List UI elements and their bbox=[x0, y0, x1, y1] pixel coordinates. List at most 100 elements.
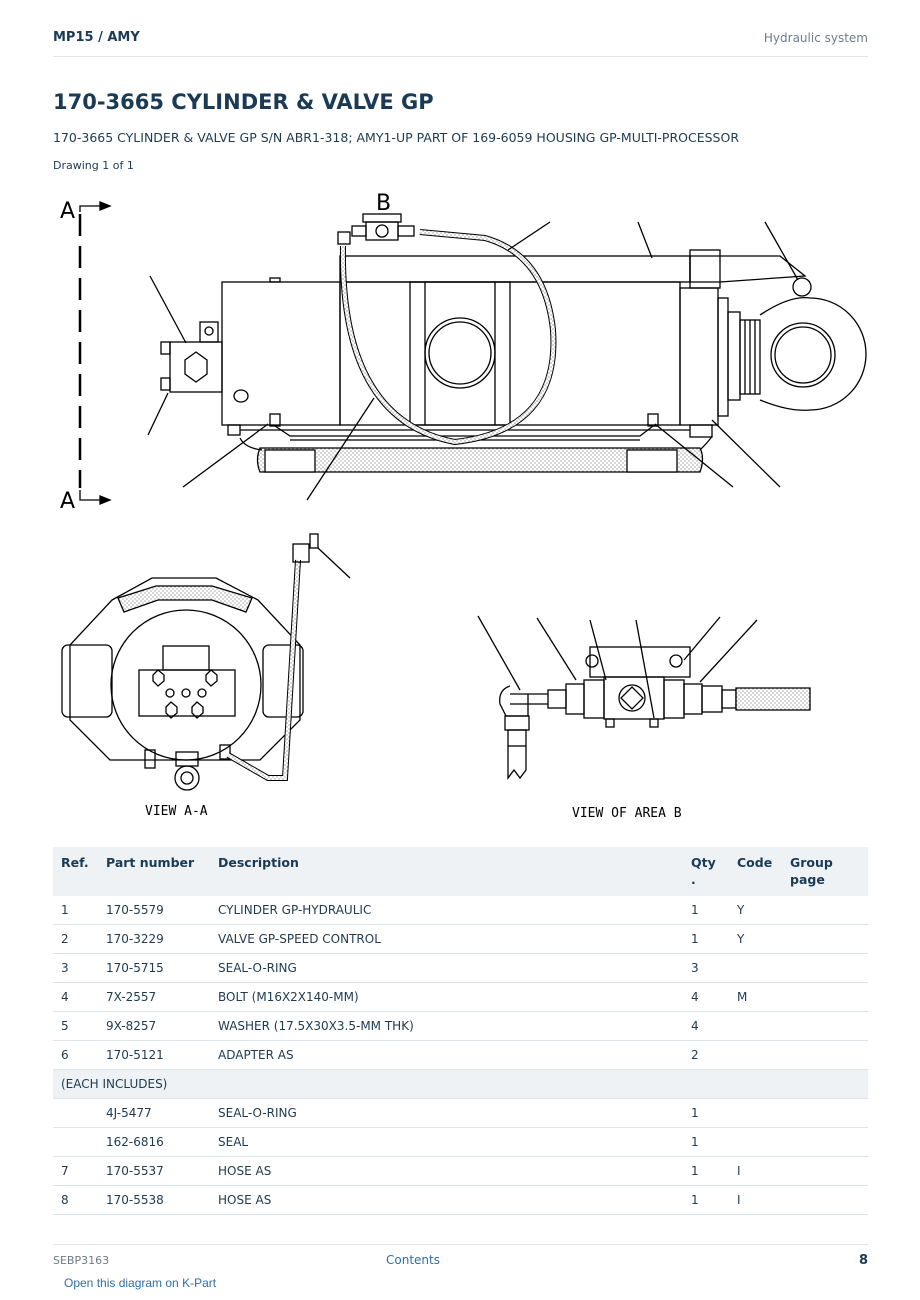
cell-part-number: 170-5537 bbox=[98, 1156, 210, 1186]
cell-ref: 1 bbox=[53, 896, 98, 925]
cell-part-number: 170-5121 bbox=[98, 1040, 210, 1070]
cell-group-page bbox=[782, 953, 868, 983]
cell-part-number: 162-6816 bbox=[98, 1127, 210, 1157]
cell-group-page bbox=[782, 896, 868, 925]
note-each-includes: (EACH INCLUDES) bbox=[53, 1069, 868, 1099]
cell-ref: 6 bbox=[53, 1040, 98, 1070]
cylinder-side-view: B bbox=[147, 191, 867, 501]
parts-diagram: A A bbox=[40, 180, 880, 830]
cell-code: I bbox=[729, 1156, 782, 1186]
cell-code bbox=[729, 953, 782, 983]
cell-group-page bbox=[782, 982, 868, 1012]
open-kpart-link[interactable]: Open this diagram on K-Part bbox=[64, 1276, 217, 1290]
cell-description: BOLT (M16X2X140-MM) bbox=[210, 982, 683, 1012]
cell-description: SEAL-O-RING bbox=[210, 953, 683, 983]
cell-description: SEAL-O-RING bbox=[210, 1098, 683, 1128]
area-letter-b: B bbox=[376, 191, 391, 216]
cell-qty: 1 bbox=[683, 896, 729, 925]
cell-ref: 3 bbox=[53, 953, 98, 983]
cell-qty: 1 bbox=[683, 924, 729, 954]
cell-part-number: 170-5579 bbox=[98, 896, 210, 925]
cell-ref: 2 bbox=[53, 924, 98, 954]
column-header-qty: Qty . bbox=[683, 847, 729, 896]
view-b-label: VIEW OF AREA B bbox=[572, 806, 682, 821]
cell-qty: 1 bbox=[683, 1156, 729, 1186]
view-a-a-label: VIEW A-A bbox=[145, 804, 208, 819]
cell-description: SEAL bbox=[210, 1127, 683, 1157]
cell-group-page bbox=[782, 1098, 868, 1128]
column-header-part-number: Part number bbox=[98, 847, 210, 896]
cell-ref: 4 bbox=[53, 982, 98, 1012]
cell-description: ADAPTER AS bbox=[210, 1040, 683, 1070]
table-note-row: (EACH INCLUDES) bbox=[53, 1069, 868, 1099]
cell-part-number: 4J-5477 bbox=[98, 1098, 210, 1128]
cell-description: CYLINDER GP-HYDRAULIC bbox=[210, 896, 683, 925]
cell-code bbox=[729, 1040, 782, 1070]
cell-group-page bbox=[782, 1156, 868, 1186]
cell-code: Y bbox=[729, 924, 782, 954]
column-header-description: Description bbox=[210, 847, 683, 896]
cell-part-number: 170-3229 bbox=[98, 924, 210, 954]
cell-part-number: 9X-8257 bbox=[98, 1011, 210, 1041]
page-number: 8 bbox=[858, 1253, 868, 1268]
parts-table: Ref. Part number Description Qty . Code … bbox=[53, 847, 868, 1215]
view-a-a: VIEW A-A bbox=[61, 533, 351, 819]
drawing-count-label: Drawing 1 of 1 bbox=[53, 159, 134, 172]
cell-ref bbox=[53, 1127, 98, 1157]
cell-part-number: 170-5715 bbox=[98, 953, 210, 983]
section-marker-a: A A bbox=[60, 199, 112, 514]
cell-ref: 5 bbox=[53, 1011, 98, 1041]
cell-code bbox=[729, 1098, 782, 1128]
table-header-row: Ref. Part number Description Qty . Code … bbox=[53, 847, 868, 896]
cell-group-page bbox=[782, 1040, 868, 1070]
cell-code bbox=[729, 1127, 782, 1157]
page-subtitle: 170-3665 CYLINDER & VALVE GP S/N ABR1-31… bbox=[53, 130, 739, 145]
section-letter-a-bottom: A bbox=[60, 489, 75, 514]
cell-part-number: 170-5538 bbox=[98, 1185, 210, 1215]
cell-code bbox=[729, 1011, 782, 1041]
cell-qty: 1 bbox=[683, 1127, 729, 1157]
cell-qty: 3 bbox=[683, 953, 729, 983]
cell-code: I bbox=[729, 1185, 782, 1215]
cell-code: Y bbox=[729, 896, 782, 925]
page-header: MP15 / AMY Hydraulic system bbox=[53, 28, 868, 57]
cell-qty: 1 bbox=[683, 1185, 729, 1215]
view-area-b: VIEW OF AREA B bbox=[477, 615, 811, 821]
section-letter-a-top: A bbox=[60, 199, 75, 224]
cell-code: M bbox=[729, 982, 782, 1012]
document-number: SEBP3163 bbox=[53, 1254, 110, 1267]
cell-group-page bbox=[782, 1127, 868, 1157]
column-header-group-page: Group page bbox=[782, 847, 868, 896]
cell-part-number: 7X-2557 bbox=[98, 982, 210, 1012]
column-header-ref: Ref. bbox=[53, 847, 98, 896]
cell-qty: 4 bbox=[683, 982, 729, 1012]
cell-ref bbox=[53, 1098, 98, 1128]
cell-description: HOSE AS bbox=[210, 1185, 683, 1215]
cell-description: HOSE AS bbox=[210, 1156, 683, 1186]
cell-qty: 2 bbox=[683, 1040, 729, 1070]
cell-group-page bbox=[782, 1185, 868, 1215]
contents-link[interactable]: Contents bbox=[386, 1253, 440, 1267]
cell-description: WASHER (17.5X30X3.5-MM THK) bbox=[210, 1011, 683, 1041]
column-header-code: Code bbox=[729, 847, 782, 896]
cell-ref: 8 bbox=[53, 1185, 98, 1215]
cell-qty: 1 bbox=[683, 1098, 729, 1128]
cell-ref: 7 bbox=[53, 1156, 98, 1186]
model-label: MP15 / AMY bbox=[53, 30, 140, 45]
cell-group-page bbox=[782, 1011, 868, 1041]
cell-qty: 4 bbox=[683, 1011, 729, 1041]
page-footer: SEBP3163 Contents 8 bbox=[53, 1244, 868, 1275]
page-title: 170-3665 CYLINDER & VALVE GP bbox=[53, 90, 434, 114]
cell-group-page bbox=[782, 924, 868, 954]
section-label: Hydraulic system bbox=[763, 31, 868, 45]
cell-description: VALVE GP-SPEED CONTROL bbox=[210, 924, 683, 954]
